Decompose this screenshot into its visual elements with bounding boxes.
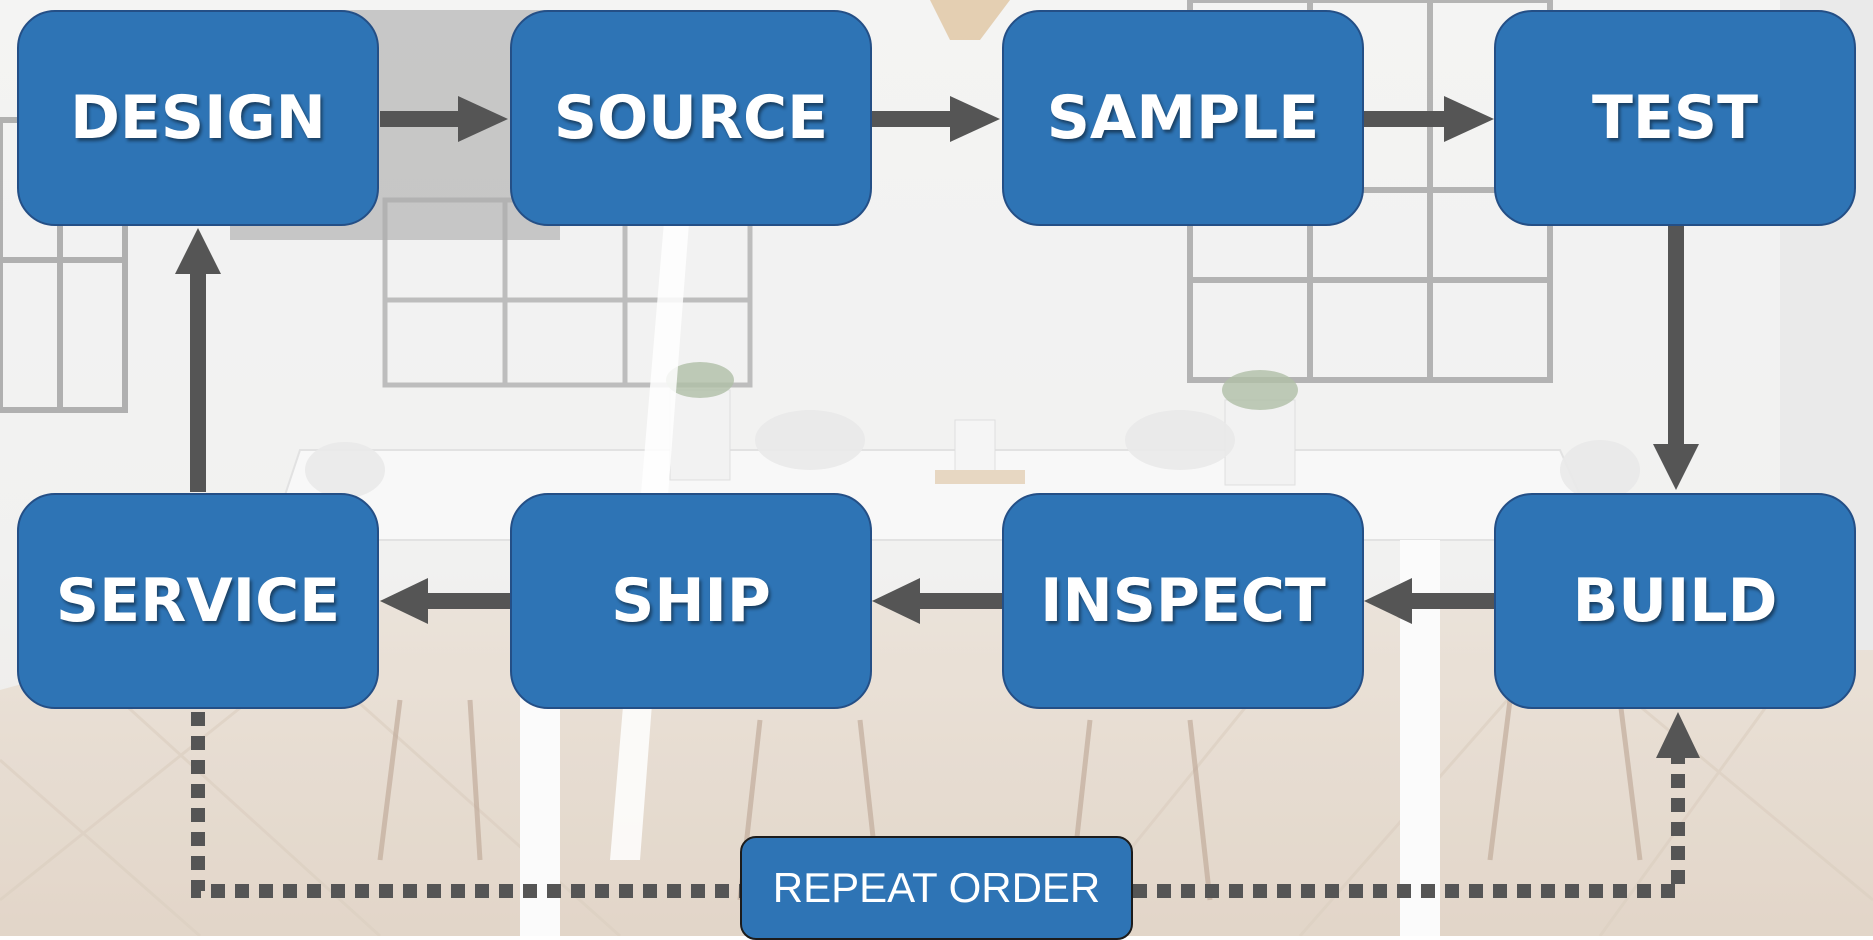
repeat-order-label: REPEAT ORDER — [740, 836, 1133, 940]
arrow-sample-to-test — [1364, 96, 1494, 142]
arrow-build-to-inspect — [1364, 578, 1494, 624]
step-sample: SAMPLE — [1002, 10, 1364, 226]
arrow-inspect-to-ship — [872, 578, 1002, 624]
step-test: TEST — [1494, 10, 1856, 226]
step-design: DESIGN — [17, 10, 379, 226]
step-build: BUILD — [1494, 493, 1856, 709]
arrow-source-to-sample — [872, 96, 1000, 142]
repeat-order-dotted-loop — [191, 712, 1700, 898]
arrow-ship-to-service — [380, 578, 510, 624]
arrow-design-to-source — [380, 96, 508, 142]
step-inspect: INSPECT — [1002, 493, 1364, 709]
step-ship: SHIP — [510, 493, 872, 709]
arrow-test-to-build — [1653, 226, 1699, 490]
arrow-service-to-design — [175, 228, 221, 492]
step-source: SOURCE — [510, 10, 872, 226]
step-service: SERVICE — [17, 493, 379, 709]
